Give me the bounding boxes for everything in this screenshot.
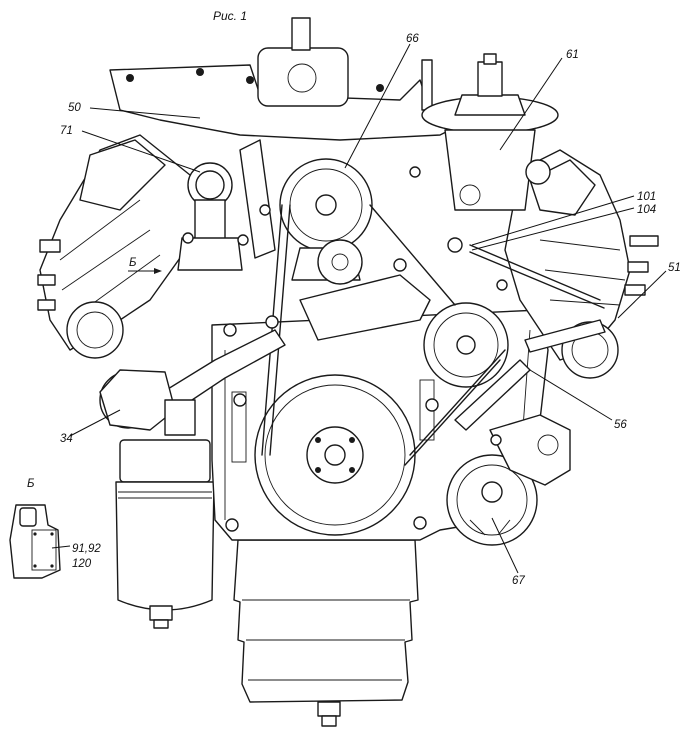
drive-belt [261,204,506,466]
view-arrow [128,268,162,274]
callout-34: 34 [60,433,73,445]
callout-101: 101 [637,191,656,203]
callout-91-92: 91,92 [72,543,101,555]
figure-title: Рис. 1 [213,9,247,23]
callout-50: 50 [68,102,81,114]
oil-filter [115,439,215,629]
callout-104: 104 [637,204,656,216]
oil-pan [233,539,419,727]
idler-pulley [299,274,509,388]
callout-120: 120 [72,558,92,570]
left-cylinder-head [37,134,211,359]
view-marker-label: Б [129,257,137,269]
callout-51: 51 [668,262,681,274]
bolts [182,166,508,532]
crankshaft-pulley [254,374,416,536]
coolant-pipe [99,329,286,436]
inset-label: Б [27,478,35,490]
inset-bracket [9,504,61,579]
oil-filler-cap [177,162,243,271]
leader-lines [51,43,667,574]
callout-61: 61 [566,49,579,61]
callout-67: 67 [512,575,525,587]
callout-71: 71 [60,125,73,137]
upper-pulley [279,158,373,285]
callout-56: 56 [614,419,627,431]
fuel-pump [421,53,559,211]
callout-66: 66 [406,33,419,45]
intake-manifold [109,17,471,141]
alternator [446,414,571,546]
